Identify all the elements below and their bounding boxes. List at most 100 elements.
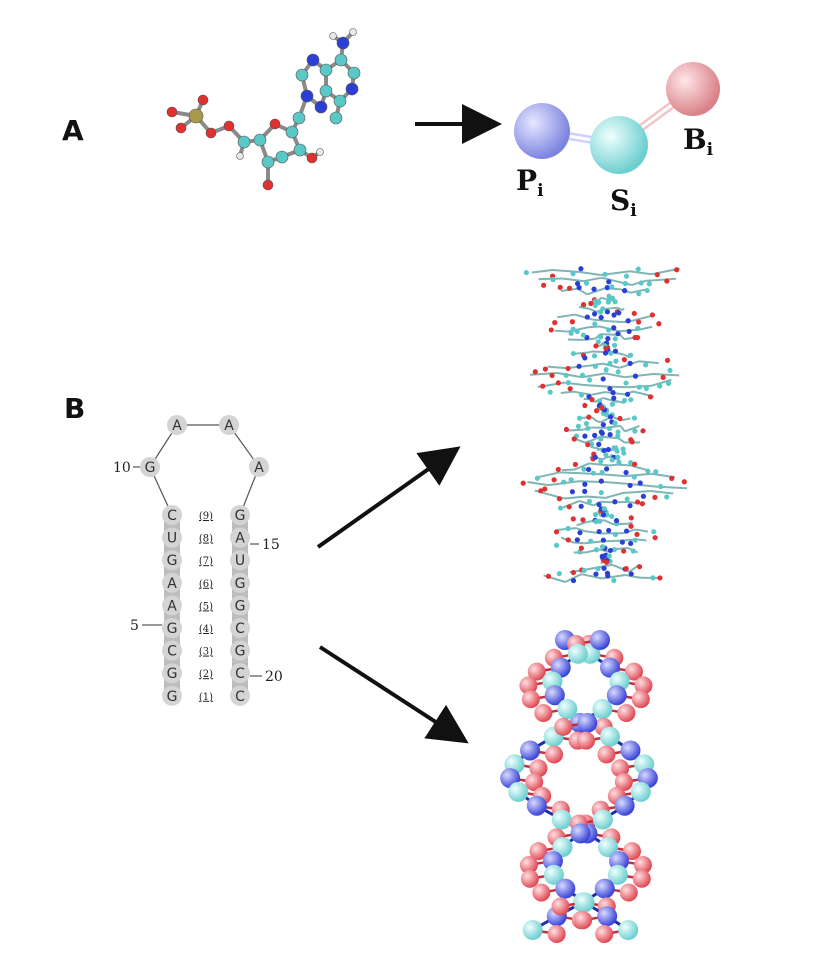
atom: [669, 475, 675, 482]
phosphate-bead: [590, 630, 610, 650]
atom: [557, 505, 564, 511]
atom: [632, 373, 639, 379]
base-label: Bi: [683, 123, 714, 160]
atom: [578, 266, 584, 272]
atom: [664, 278, 670, 284]
phosphate-bead: [514, 103, 570, 159]
phosphate-bead: [520, 740, 541, 761]
atom: [616, 310, 622, 316]
phosphate-bead: [594, 878, 615, 899]
bond: [630, 270, 652, 276]
base-bead: [611, 759, 630, 778]
strand-5prime-nucleotide-bead: [162, 618, 182, 638]
atom: [603, 345, 609, 352]
atom: [611, 445, 617, 451]
atom: [188, 108, 204, 124]
atom: [664, 494, 670, 500]
atom: [605, 446, 611, 453]
bond: [538, 471, 560, 478]
atom: [605, 336, 611, 342]
strand-5prime-nucleotide-bead: [162, 572, 182, 593]
atom: [600, 422, 606, 428]
bond: [616, 306, 623, 312]
sugar-bead: [630, 781, 651, 802]
bond: [557, 313, 576, 319]
atom: [615, 429, 621, 435]
atom: [269, 118, 281, 130]
atom: [615, 369, 621, 375]
atom: [549, 372, 555, 379]
atom: [580, 517, 586, 523]
atom: [610, 390, 616, 396]
bond: [624, 424, 640, 433]
atom: [548, 327, 554, 333]
atom: [585, 442, 591, 448]
strand-5prime-nucleotide-bead: [162, 505, 182, 525]
atom: [205, 127, 217, 139]
atom: [604, 466, 610, 472]
atom: [598, 489, 604, 496]
strand-5prime-nucleotide: A: [167, 576, 177, 592]
atom: [605, 299, 611, 305]
atom: [631, 474, 637, 480]
atom: [595, 339, 601, 345]
atom: [329, 32, 337, 40]
atom: [650, 575, 656, 581]
bond: [620, 417, 631, 422]
atom: [627, 503, 633, 509]
atom: [674, 267, 680, 273]
atom: [657, 575, 663, 581]
atom: [570, 577, 577, 584]
bond: [584, 540, 605, 545]
atom: [574, 328, 580, 335]
bond: [592, 318, 610, 323]
base-pair-number: (9): [199, 511, 213, 522]
atom: [540, 383, 546, 389]
atom: [588, 441, 595, 447]
bond: [597, 511, 602, 518]
phosphate-bead: [620, 740, 641, 761]
strand-5prime-nucleotide: U: [167, 531, 177, 547]
bond: [615, 399, 625, 405]
atom: [612, 348, 619, 354]
strand-3prime-nucleotide-bead: [230, 572, 250, 593]
panel-a-label: A: [62, 114, 84, 147]
atom: [600, 376, 606, 382]
atom: [607, 414, 614, 420]
atom: [621, 548, 627, 554]
base-bead: [545, 745, 564, 764]
arrow-to-coarse-grained: [318, 645, 469, 744]
atom: [592, 363, 598, 369]
strand-3prime-nucleotide-bead: [230, 663, 250, 684]
atom: [596, 528, 602, 535]
base-bead: [576, 731, 595, 750]
atom: [606, 527, 612, 534]
atom: [588, 538, 594, 544]
atom: [236, 152, 244, 160]
bond: [579, 500, 594, 507]
base-pair-number: (6): [199, 579, 213, 590]
atom: [570, 569, 577, 576]
base-bead: [614, 773, 633, 792]
bond: [562, 277, 584, 283]
position-label-5: 5: [130, 618, 139, 634]
atom: [619, 539, 625, 545]
strand-3prime-nucleotide-bead: [230, 550, 250, 571]
atom: [567, 386, 573, 392]
base-bead: [529, 759, 548, 778]
atom: [319, 63, 333, 77]
atom: [614, 448, 620, 454]
atom: [584, 314, 590, 320]
bond: [591, 416, 597, 422]
bond: [589, 462, 609, 467]
atom: [585, 425, 591, 432]
base-pair-number: (4): [199, 624, 213, 635]
base-bead: [534, 704, 553, 723]
phosphate-bead: [555, 878, 576, 899]
atom: [541, 282, 547, 288]
sugar-bead: [592, 699, 613, 720]
atom: [623, 566, 629, 572]
strand-3prime-nucleotide: C: [235, 689, 245, 705]
bond: [602, 397, 618, 403]
atom: [570, 516, 576, 522]
